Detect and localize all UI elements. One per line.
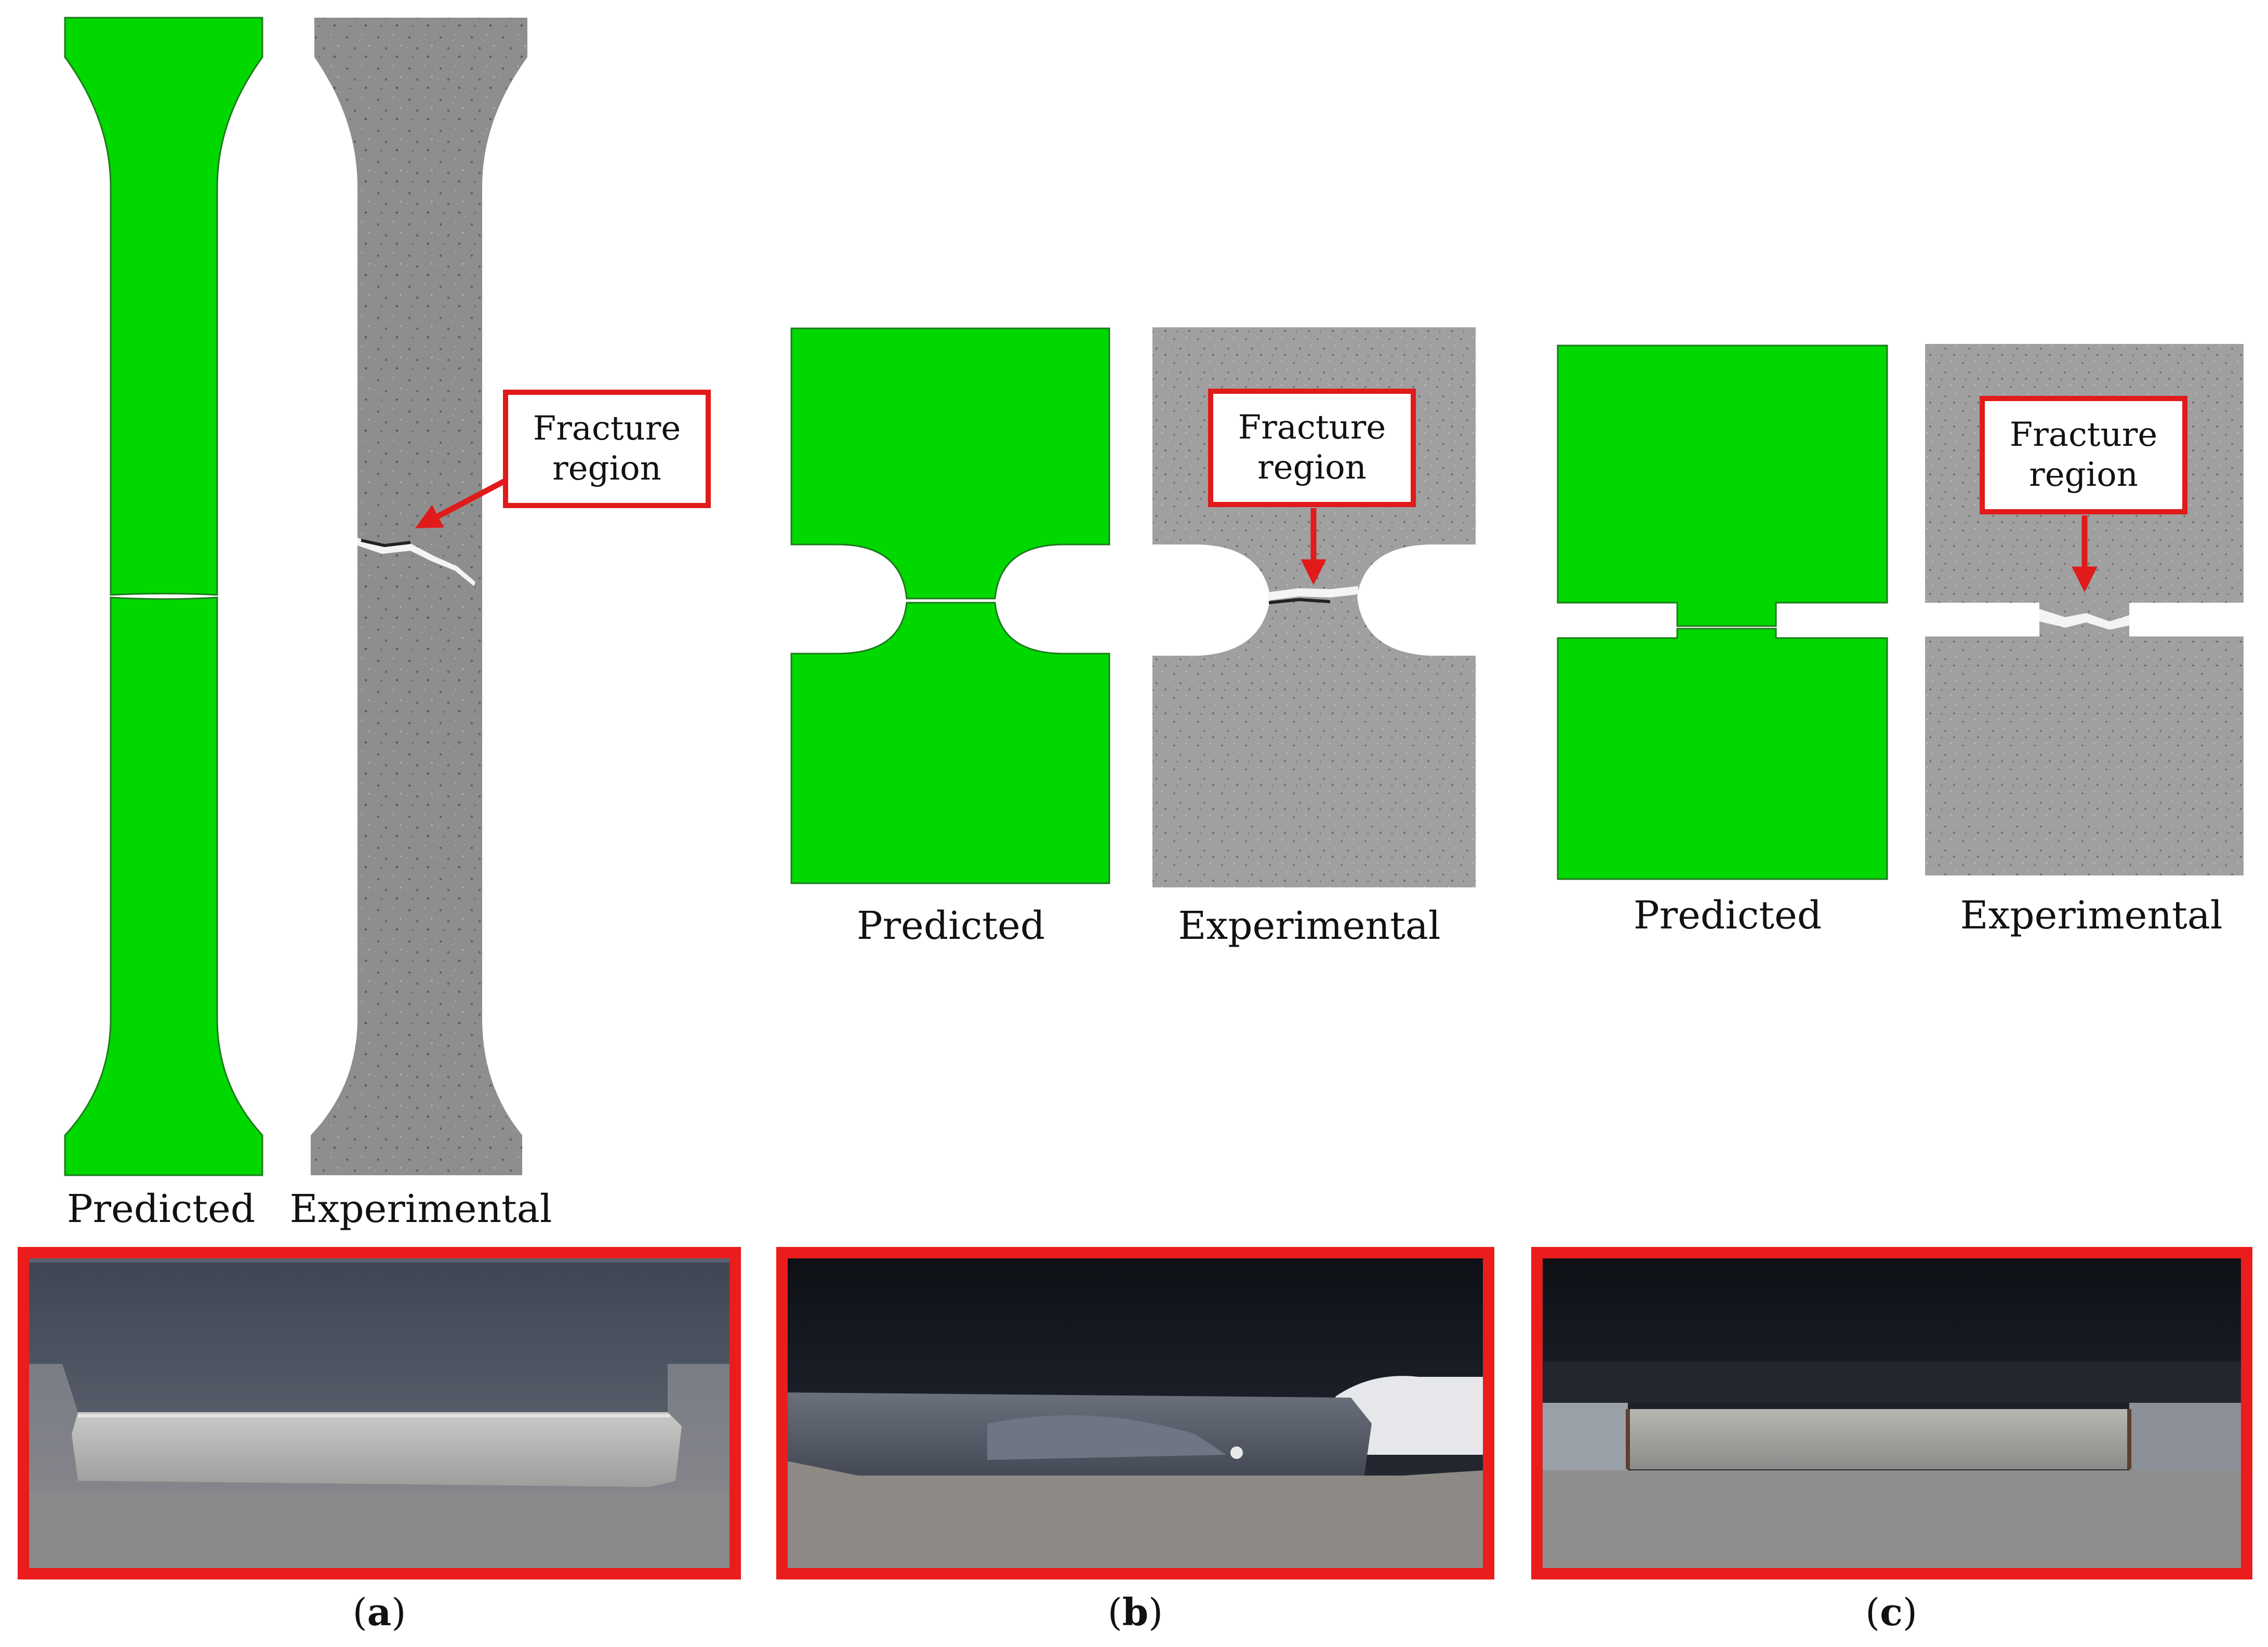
fracture-callout-a-line2: region bbox=[552, 449, 661, 488]
predicted-specimen-c-top bbox=[1557, 344, 1888, 627]
fracture-callout-c-line2: region bbox=[2029, 456, 2138, 494]
photo-frame-c bbox=[1531, 1247, 2252, 1579]
predicted-specimen-b-top bbox=[790, 327, 1110, 600]
predicted-label-b: Predicted bbox=[856, 904, 1045, 948]
fracture-callout-c-line1: Fracture bbox=[2009, 416, 2158, 455]
caption-c: (c) bbox=[1865, 1590, 1918, 1634]
caption-a: (a) bbox=[352, 1590, 406, 1634]
fracture-callout-a: Fracture region bbox=[503, 390, 711, 508]
experimental-label-c: Experimental bbox=[1960, 893, 2223, 938]
fracture-crack-c bbox=[2039, 609, 2129, 630]
experimental-label-b: Experimental bbox=[1178, 904, 1441, 948]
predicted-label-a: Predicted bbox=[67, 1187, 256, 1231]
fracture-callout-b-line1: Fracture bbox=[1238, 408, 1386, 447]
fracture-photo-a bbox=[29, 1257, 730, 1569]
photo-frame-b bbox=[776, 1247, 1494, 1579]
predicted-specimen-c-bottom bbox=[1557, 628, 1888, 880]
predicted-specimen-a-top bbox=[64, 17, 263, 596]
fracture-callout-b: Fracture region bbox=[1208, 389, 1416, 507]
fracture-crack-a bbox=[357, 538, 475, 586]
predicted-label-c: Predicted bbox=[1633, 893, 1822, 938]
fracture-callout-b-line2: region bbox=[1257, 448, 1367, 487]
fracture-arrow-a bbox=[415, 473, 517, 528]
experimental-specimen-a bbox=[311, 18, 527, 1175]
photo-frame-a bbox=[18, 1247, 741, 1579]
experimental-label-a: Experimental bbox=[289, 1187, 552, 1231]
fracture-crack-b bbox=[1268, 586, 1358, 601]
fracture-photo-c bbox=[1542, 1257, 2241, 1569]
caption-b: (b) bbox=[1107, 1590, 1163, 1634]
fracture-callout-a-line1: Fracture bbox=[533, 409, 681, 448]
fracture-callout-c: Fracture region bbox=[1980, 396, 2187, 514]
fracture-photo-b bbox=[787, 1257, 1483, 1569]
predicted-specimen-b-bottom bbox=[790, 602, 1110, 884]
predicted-specimen-a-bottom bbox=[64, 596, 263, 1176]
